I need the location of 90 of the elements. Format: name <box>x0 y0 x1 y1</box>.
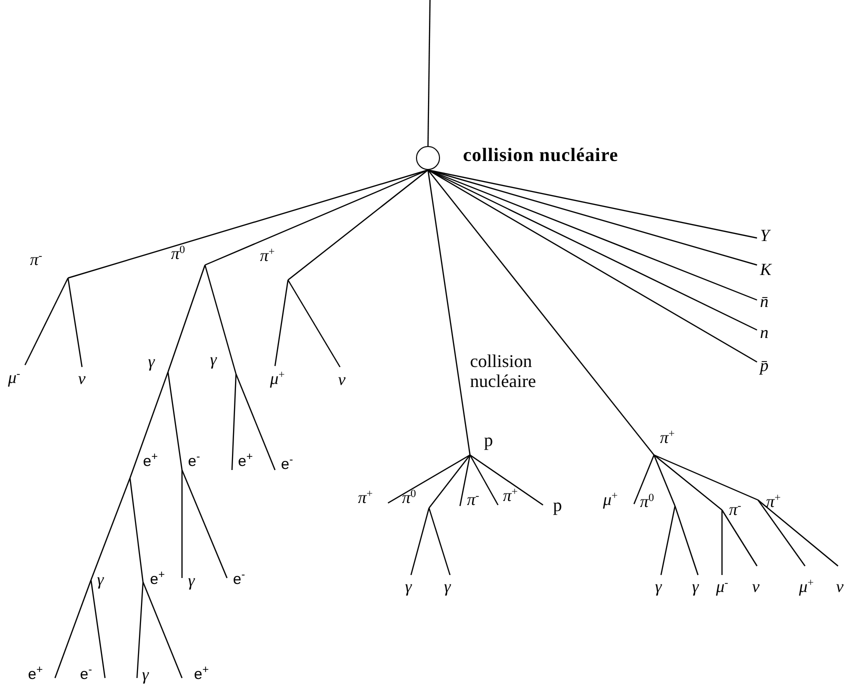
track-line <box>167 372 183 470</box>
particle-label: π$^{0}$ <box>640 492 675 512</box>
particle-label: π$^{+}$ <box>498 486 529 506</box>
track-line <box>428 170 654 456</box>
particle-label: e$^{-}$ <box>227 570 253 590</box>
particle-label: γ <box>210 350 236 374</box>
track-line <box>129 478 144 582</box>
track-line <box>428 454 470 508</box>
track-line <box>427 170 471 456</box>
track-line <box>722 510 758 566</box>
particle-label: γ <box>655 575 667 597</box>
particle-label: e$^{+}$ <box>130 452 163 478</box>
track-line <box>231 374 237 470</box>
track-line <box>181 470 228 578</box>
particle-label: e$^{+}$ <box>232 452 258 472</box>
particle-label: ν <box>78 367 90 389</box>
particle-label: n <box>757 323 774 343</box>
track-line <box>459 454 471 506</box>
track-line <box>388 454 470 504</box>
track-line <box>674 506 699 576</box>
particle-label: e$^{+}$ <box>182 665 214 685</box>
particle-label: μ$^{-}$ <box>716 575 742 597</box>
particle-label: p̄ <box>757 356 774 376</box>
track-line <box>67 278 83 368</box>
track-line <box>469 454 499 506</box>
particle-label: π$^{0}$ <box>171 244 205 265</box>
particle-label: e$^{-}$ <box>275 455 301 475</box>
particle-label: γ <box>692 575 704 597</box>
particle-label: μ$^{+}$ <box>799 566 825 597</box>
particle-label: π$^{+}$ <box>358 488 388 508</box>
track-line <box>129 372 169 478</box>
particle-label: ν <box>338 367 350 390</box>
particle-label: μ$^{+}$ <box>603 490 634 510</box>
track-line <box>54 580 92 678</box>
collision-caption: collision nucléaire <box>470 352 537 392</box>
track-line <box>428 169 758 363</box>
particle-label: π$^{+}$ <box>758 492 792 512</box>
track-line <box>274 280 289 366</box>
particle-label: γ <box>91 570 109 590</box>
track-line <box>90 580 106 678</box>
particle-label: γ <box>182 571 200 591</box>
particle-label: γ <box>148 352 168 372</box>
track-line <box>136 582 144 678</box>
track-line <box>758 500 838 566</box>
collision-caption: collision nucléaire <box>463 146 620 167</box>
track-line <box>167 264 206 372</box>
track-line <box>181 470 183 578</box>
particle-label: ν <box>836 566 848 597</box>
particle-label: ν <box>752 566 764 597</box>
particle-label: γ <box>444 575 456 597</box>
track-line <box>660 506 676 576</box>
particle-label: π$^{+}$ <box>654 428 686 455</box>
particle-label: K <box>757 260 774 280</box>
particle-label: e$^{-}$ <box>182 452 208 472</box>
particle-label: p <box>470 430 496 455</box>
track-line <box>288 170 428 280</box>
particle-label: π$^{+}$ <box>260 246 288 280</box>
particle-label: γ <box>405 575 417 597</box>
particle-label: π$^{-}$ <box>30 250 68 278</box>
track-line <box>68 169 428 279</box>
track-line <box>653 454 676 506</box>
collision-circle <box>416 146 440 170</box>
particle-label: e$^{+}$ <box>28 665 55 685</box>
track-line <box>470 454 544 506</box>
track-line <box>204 169 428 266</box>
track-line <box>721 510 723 575</box>
particle-label: γ <box>137 665 154 685</box>
track-line <box>410 508 430 576</box>
particle-label: n̄ <box>757 292 774 312</box>
track-line <box>204 264 237 374</box>
track-line <box>287 280 341 368</box>
track-line <box>428 508 451 576</box>
particle-label: π$^{0}$ <box>402 488 429 508</box>
track-line <box>235 374 276 470</box>
track-line <box>427 0 431 146</box>
particle-label: μ$^{+}$ <box>270 366 296 389</box>
particle-label: Y <box>757 226 774 246</box>
track-line <box>24 278 69 366</box>
track-line <box>654 454 722 510</box>
particle-label: π$^{-}$ <box>722 500 755 520</box>
track-line <box>654 454 758 501</box>
particle-label: p <box>543 495 565 515</box>
track-line <box>758 500 806 566</box>
track-line <box>142 582 183 678</box>
particle-label: π$^{-}$ <box>460 490 493 510</box>
particle-label: e$^{+}$ <box>143 570 170 590</box>
particle-label: μ$^{-}$ <box>8 365 34 388</box>
track-line <box>633 454 655 504</box>
particle-label: e$^{-}$ <box>80 665 105 685</box>
track-line <box>90 478 131 580</box>
